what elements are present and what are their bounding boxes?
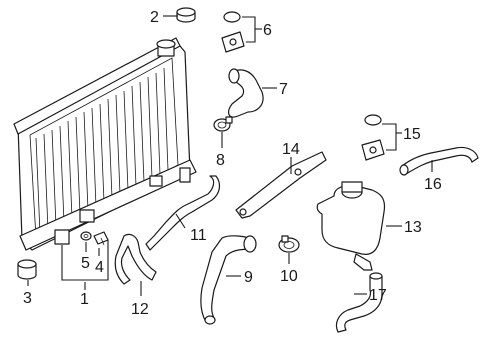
overflow-hose: [399, 146, 479, 176]
reservoir-cap-lower: [361, 114, 385, 161]
callout-6: 6: [263, 22, 272, 39]
hose-clamp-lower: [278, 235, 300, 253]
callout-15: 15: [403, 126, 421, 143]
callout-3: 3: [23, 290, 32, 307]
callout-4: 4: [95, 259, 104, 276]
reservoir-bracket: [235, 151, 327, 219]
drain-washer: [80, 231, 92, 241]
outlet-hose: [335, 272, 383, 333]
reservoir-cap-upper: [221, 11, 245, 53]
callout-5: 5: [81, 255, 90, 272]
callout-8: 8: [216, 152, 225, 169]
callout-labels: 1 2 3 4 5 6 7 8 9 10 11 12 13 14 15 16 1…: [23, 9, 442, 318]
callout-14: 14: [282, 141, 300, 158]
callout-11: 11: [190, 227, 207, 244]
bypass-hose: [145, 175, 221, 251]
small-hose: [114, 233, 157, 285]
radiator-cap: [176, 7, 196, 23]
callout-17: 17: [369, 287, 387, 304]
hose-clamp-upper: [213, 116, 233, 132]
leader-lines: [27, 15, 433, 296]
mount-bushing: [17, 259, 37, 280]
coolant-reservoir: [316, 181, 386, 271]
callout-7: 7: [279, 81, 288, 98]
drain-plug: [93, 231, 109, 246]
radiator: [13, 37, 197, 251]
callout-10: 10: [280, 268, 298, 285]
upper-hose: [228, 68, 264, 118]
callout-9: 9: [244, 269, 253, 286]
callout-13: 13: [404, 219, 422, 236]
callout-2: 2: [150, 9, 159, 26]
callout-12: 12: [131, 301, 149, 318]
lower-hose: [200, 235, 257, 325]
callout-1: 1: [80, 291, 89, 308]
callout-16: 16: [424, 176, 442, 193]
